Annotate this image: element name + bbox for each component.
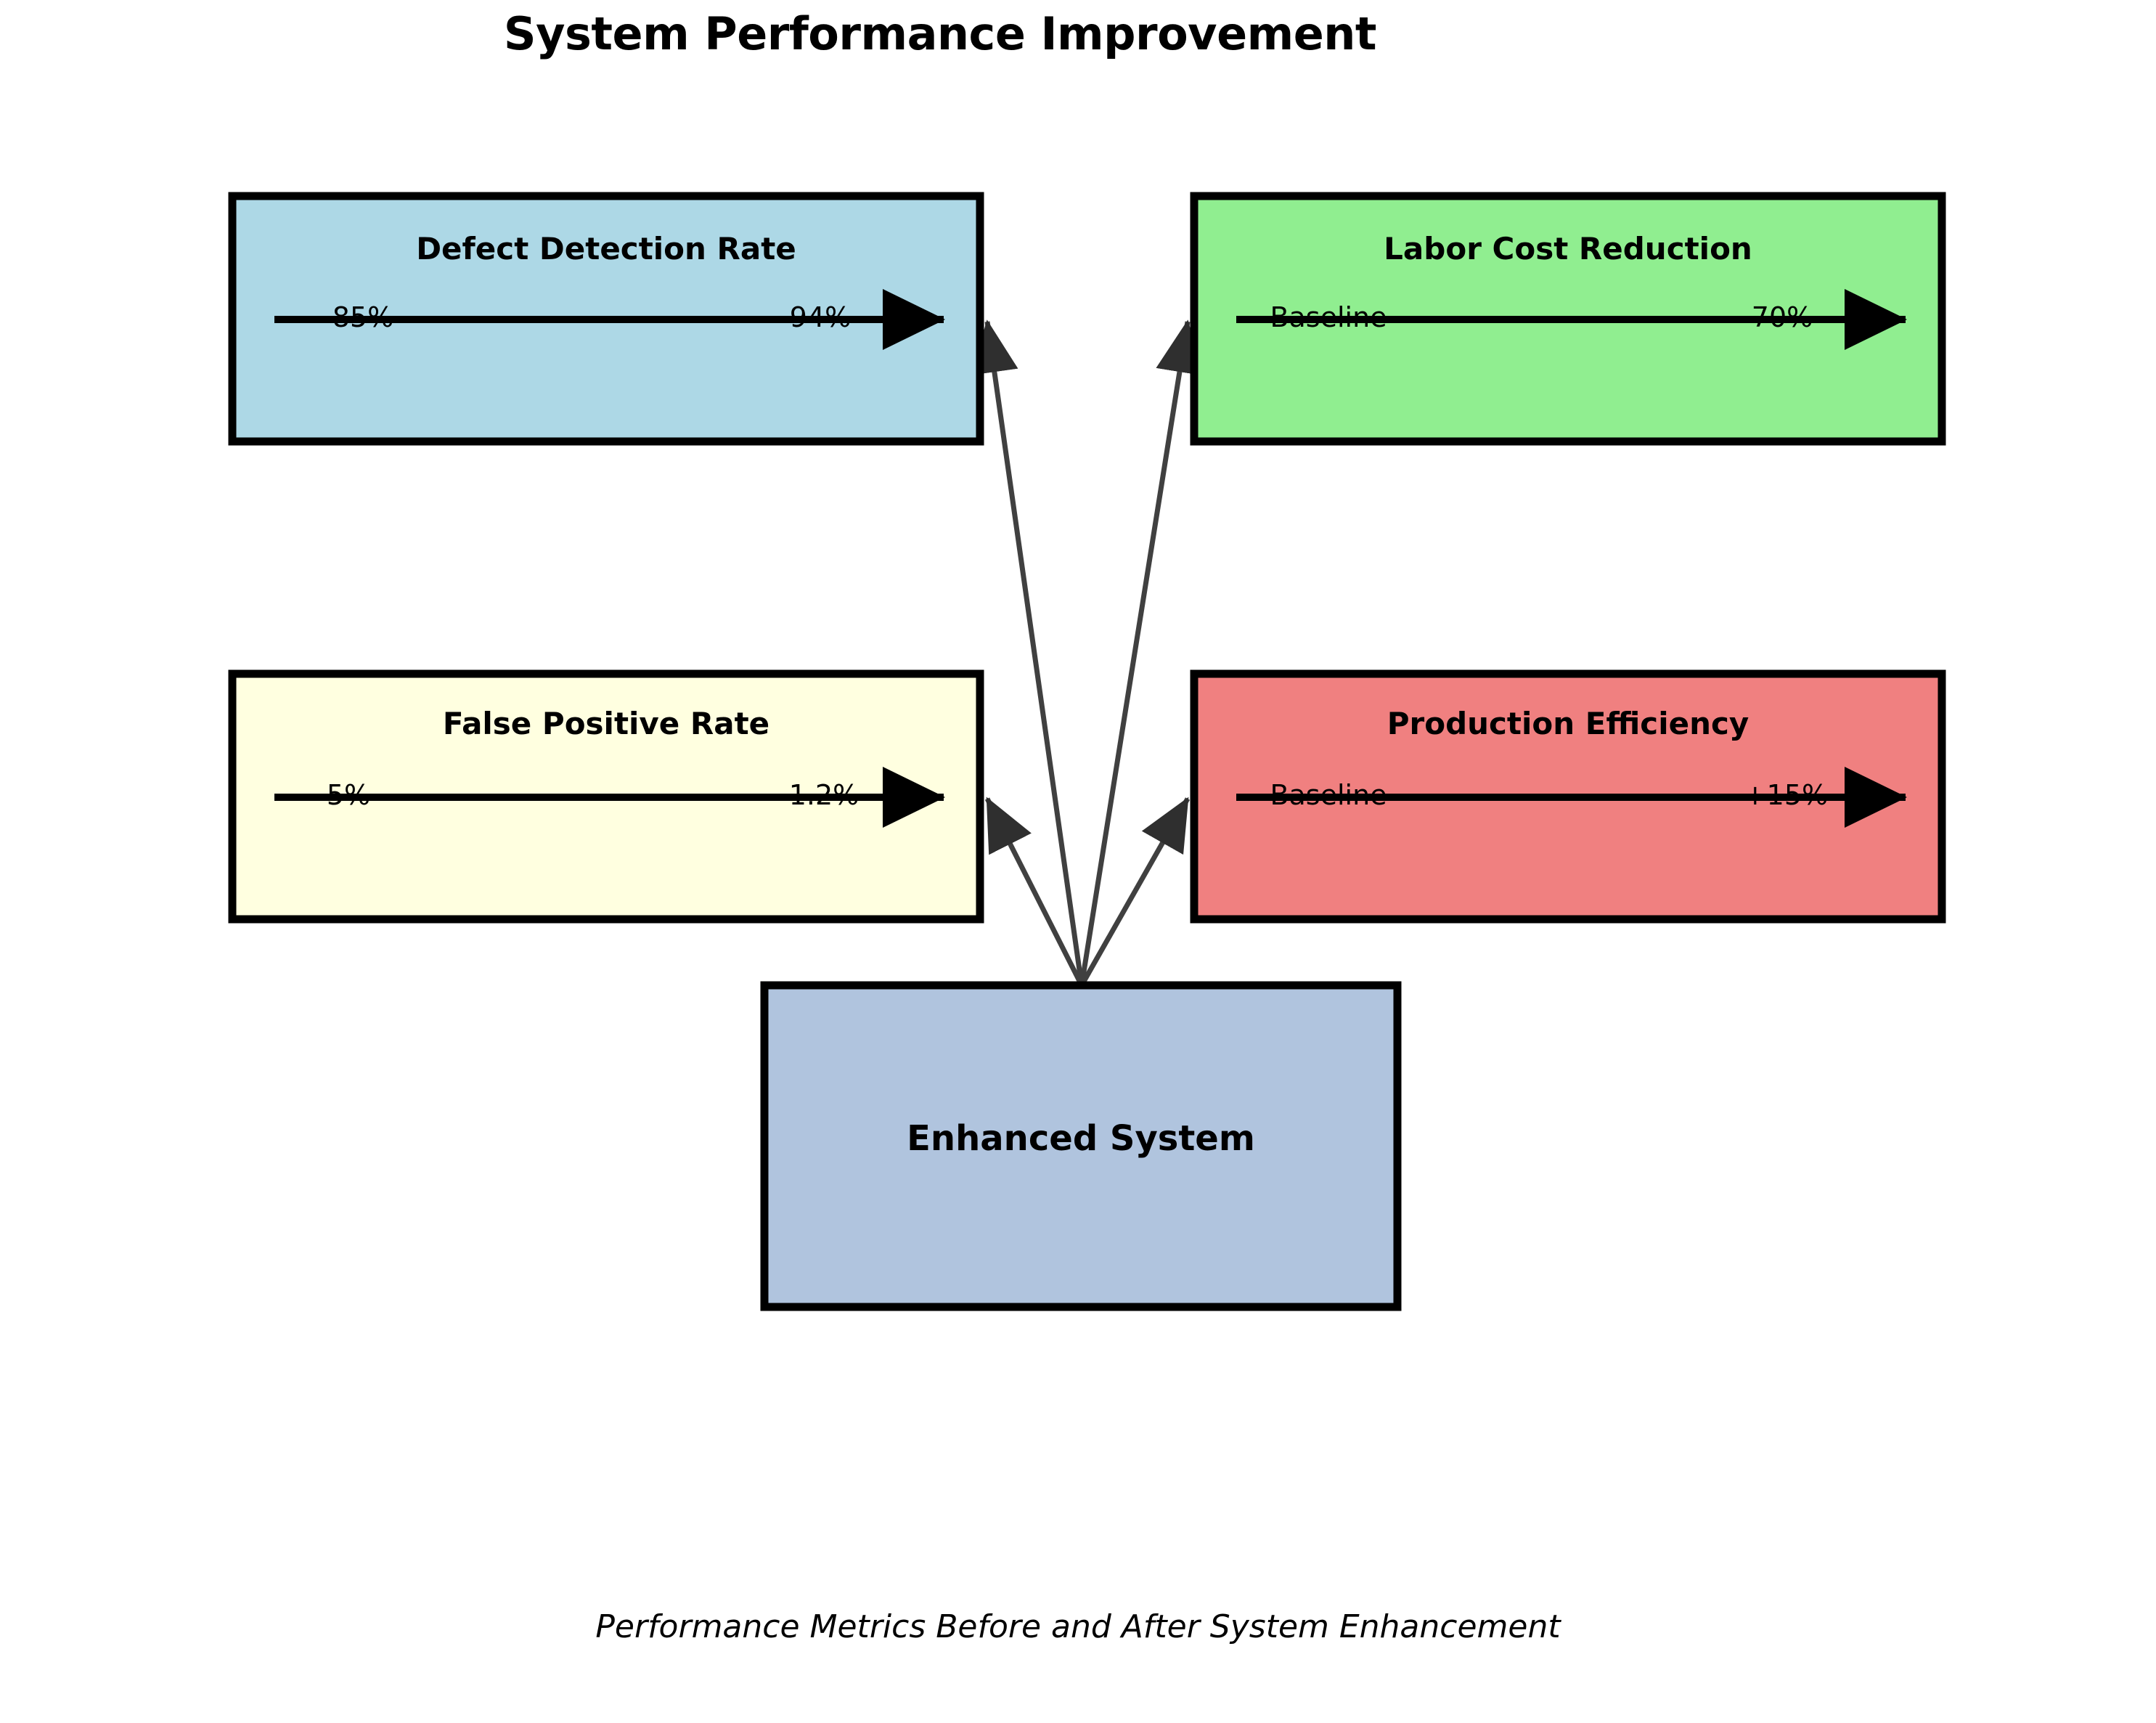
edge-to-false-positive-rate bbox=[984, 797, 1085, 987]
metric-after-production-efficiency: +15% bbox=[1743, 779, 1829, 811]
node-title-false-positive-rate: False Positive Rate bbox=[442, 706, 770, 741]
edge-to-production-efficiency bbox=[1079, 797, 1191, 987]
node-box-enhanced-system[interactable] bbox=[760, 981, 1402, 1311]
edge-to-labor-cost-reduction bbox=[1079, 319, 1204, 986]
metric-before-defect-detection-rate: 85% bbox=[332, 301, 394, 333]
metric-after-false-positive-rate: 1.2% bbox=[788, 779, 859, 811]
connector-edges bbox=[971, 319, 1204, 987]
metric-after-defect-detection-rate: 94% bbox=[789, 301, 852, 333]
figure-caption: Performance Metrics Before and After Sys… bbox=[595, 1608, 1561, 1645]
edge-to-defect-detection-rate bbox=[971, 319, 1085, 986]
metric-before-labor-cost-reduction: Baseline bbox=[1270, 301, 1387, 333]
figure-title: System Performance Improvement bbox=[503, 7, 1377, 60]
metric-before-production-efficiency: Baseline bbox=[1270, 779, 1387, 811]
node-title-defect-detection-rate: Defect Detection Rate bbox=[416, 231, 796, 266]
metric-arrows bbox=[274, 289, 1908, 828]
node-title-enhanced-system: Enhanced System bbox=[907, 1118, 1255, 1159]
node-title-labor-cost-reduction: Labor Cost Reduction bbox=[1384, 231, 1752, 266]
metric-before-false-positive-rate: 5% bbox=[326, 779, 371, 811]
metric-after-labor-cost-reduction: 70% bbox=[1751, 301, 1813, 333]
node-title-production-efficiency: Production Efficiency bbox=[1387, 706, 1749, 741]
